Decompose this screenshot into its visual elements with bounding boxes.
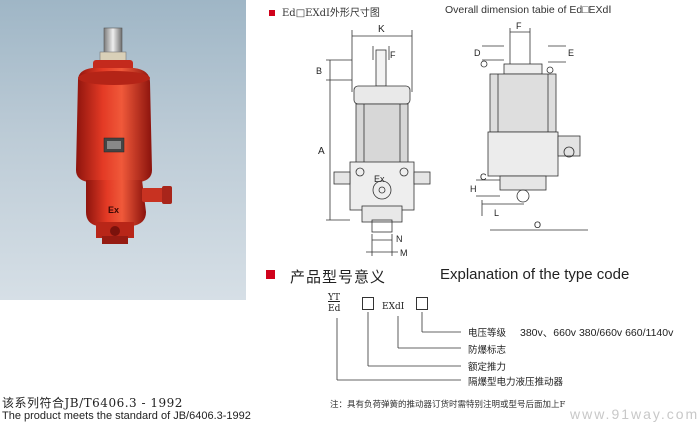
order-note: 注：具有负荷弹簧的推动器订货时需特别注明或型号后面加上F — [330, 400, 566, 410]
standard-en: The product meets the standard of JB/640… — [2, 410, 251, 422]
dim-A: A — [318, 146, 325, 157]
svg-text:Ex: Ex — [108, 205, 119, 215]
dim-K: K — [378, 24, 385, 35]
hydraulic-thruster-image: Ex — [76, 27, 172, 244]
type-code-title-en: Explanation of the type code — [440, 266, 630, 283]
explain-rated-thrust: 额定推力 — [468, 362, 507, 373]
type-code-title-cn: 产品型号意义 — [290, 268, 387, 286]
code-part-ed: Ed — [328, 304, 341, 314]
type-code-bullet — [266, 270, 275, 279]
explain-explosion-mark: 防爆标志 — [468, 345, 507, 356]
explain-product-type: 隔爆型电力液压推动器 — [468, 377, 564, 388]
explain-voltage-values: 380v、660v 380/660v 660/1140v — [520, 327, 674, 339]
code-part-yt: YT — [328, 293, 340, 303]
code-box-voltage — [416, 297, 428, 310]
code-part-exd: EXdⅠ — [382, 302, 405, 312]
standard-cn: 该系列符合JB/T6406.3 - 1992 — [2, 396, 183, 410]
front-view-drawing: K B F A Ex N M — [316, 24, 431, 258]
side-dim-C: C — [480, 172, 487, 182]
side-dim-H: H — [470, 184, 477, 194]
side-dim-D: D — [474, 48, 481, 58]
side-dim-L: L — [494, 208, 499, 218]
ex-mark: Ex — [374, 174, 385, 184]
side-dim-F: F — [516, 21, 522, 31]
code-connector-lines — [336, 312, 461, 381]
site-watermark: www.91way.com — [570, 406, 700, 422]
side-view-drawing: F D E H C L O — [470, 21, 588, 231]
code-box-thrust — [362, 297, 374, 310]
product-photo: Ex — [0, 0, 246, 300]
explain-voltage-label: 电压等级 — [468, 328, 507, 339]
side-dim-E: E — [568, 48, 574, 58]
dimension-title-en: Overall dimension tabie of Ed□EXdⅠ — [445, 4, 612, 16]
dim-B: B — [316, 66, 322, 76]
dimension-title-cn: Ed□EXdⅠ外形尺寸图 — [282, 8, 380, 19]
section-bullet — [269, 10, 275, 16]
dim-N: N — [396, 234, 403, 244]
side-dim-O: O — [534, 220, 541, 230]
dim-F: F — [390, 50, 396, 60]
dim-M: M — [400, 248, 408, 258]
